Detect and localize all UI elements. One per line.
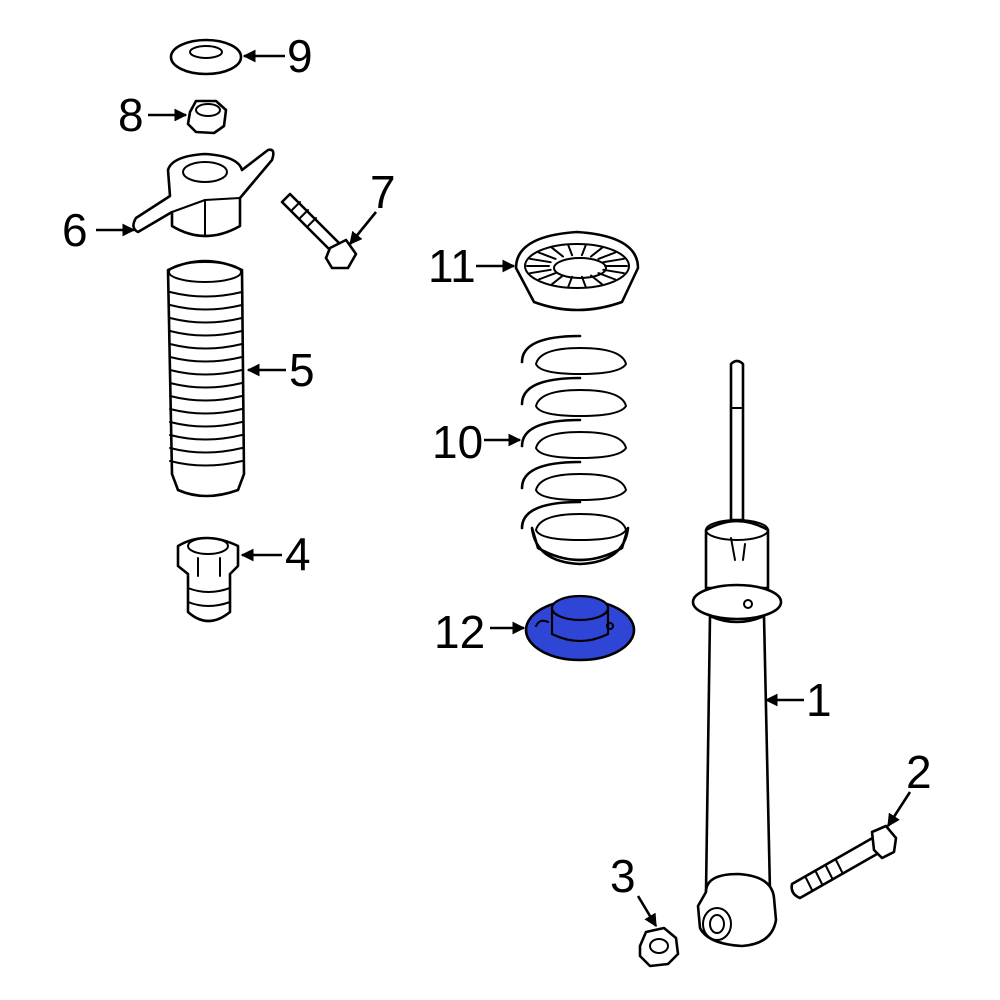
- part-6-upper-mount[interactable]: [132, 148, 275, 238]
- callout-12: 12: [434, 606, 526, 658]
- callout-11-number: 11: [428, 240, 476, 292]
- callout-3-number: 3: [610, 850, 636, 902]
- callout-12-number: 12: [434, 606, 485, 658]
- callout-3: 3: [610, 850, 658, 928]
- callout-6: 6: [62, 204, 136, 256]
- callout-2-number: 2: [906, 746, 932, 798]
- part-2-bolt[interactable]: [790, 824, 898, 900]
- part-1-shock-absorber[interactable]: [691, 359, 783, 948]
- callout-1: 1: [764, 674, 832, 726]
- part-3-nut[interactable]: [638, 926, 680, 968]
- callout-6-number: 6: [62, 204, 88, 256]
- callout-9: 9: [242, 30, 313, 82]
- part-4-bump-stop[interactable]: [176, 536, 240, 623]
- part-11-upper-spring-seat[interactable]: [514, 230, 640, 312]
- callout-4-number: 4: [285, 528, 311, 580]
- callout-7-number: 7: [370, 166, 396, 218]
- part-8-nut[interactable]: [186, 99, 228, 135]
- callout-1-number: 1: [806, 674, 832, 726]
- callout-8: 8: [118, 89, 188, 141]
- part-12-lower-spring-seat[interactable]: [524, 594, 636, 662]
- part-5-dust-boot[interactable]: [166, 259, 246, 498]
- callout-11: 11: [428, 240, 516, 292]
- part-9-washer[interactable]: [169, 38, 243, 76]
- callout-10: 10: [432, 416, 522, 468]
- callout-5-number: 5: [289, 344, 315, 396]
- part-7-bolt[interactable]: [280, 192, 358, 270]
- callout-4: 4: [240, 528, 311, 580]
- callout-7: 7: [348, 166, 396, 246]
- callout-8-number: 8: [118, 89, 144, 141]
- callout-5: 5: [246, 344, 315, 396]
- callout-10-number: 10: [432, 416, 483, 468]
- part-10-coil-spring[interactable]: [520, 334, 630, 566]
- callout-2: 2: [886, 746, 932, 828]
- callout-9-number: 9: [287, 30, 313, 82]
